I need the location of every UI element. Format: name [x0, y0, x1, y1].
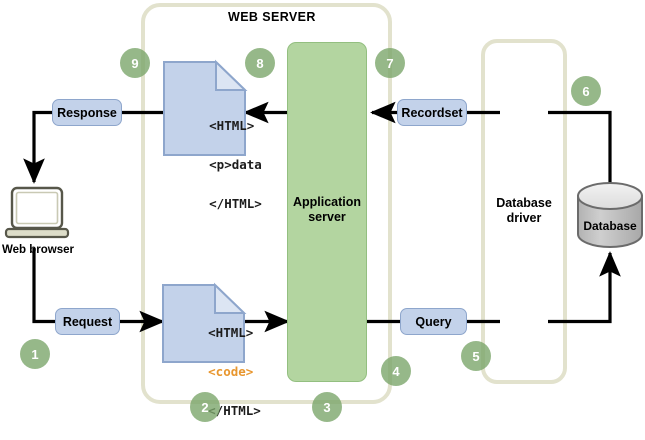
application-server-label: Application server — [288, 195, 366, 225]
request-chip-label: Request — [62, 314, 113, 329]
step-circle-8[interactable]: 8 — [245, 48, 275, 78]
request-chip[interactable]: Request — [55, 308, 120, 335]
database-driver-container — [481, 39, 567, 384]
laptop-icon — [4, 186, 70, 239]
step-circle-3[interactable]: 3 — [312, 392, 342, 422]
html-code-line-3: </HTML> — [208, 402, 261, 418]
html-code-document-code: <HTML> <code> </HTML> — [163, 303, 261, 440]
database-label: Database — [583, 219, 637, 233]
html-data-document-shape — [163, 59, 248, 156]
query-chip-label: Query — [415, 314, 452, 329]
web-server-title: WEB SERVER — [228, 10, 316, 24]
arrow-response-to-browser — [23, 110, 52, 184]
application-server-label-line1: Application — [292, 195, 362, 209]
diagram-canvas: WEB SERVER Application server Database d… — [2, 3, 643, 422]
step-circle-5[interactable]: 5 — [461, 341, 491, 371]
diagram-vector-layer — [4, 3, 643, 404]
step-circle-4[interactable]: 4 — [381, 356, 411, 386]
html-data-document[interactable]: <HTML> <p>data </HTML> — [164, 62, 262, 211]
web-server-container — [141, 3, 392, 404]
html-data-line-3: </HTML> — [209, 195, 262, 211]
html-data-line-2: <p>data — [209, 156, 262, 172]
response-chip[interactable]: Response — [52, 99, 122, 126]
step-circle-9[interactable]: 9 — [120, 48, 150, 78]
line-browser-to-request — [32, 248, 55, 324]
database-driver-label-line1: Database — [496, 196, 552, 210]
database-driver-label-line2: driver — [506, 211, 542, 225]
database-driver-label: Database driver — [483, 196, 565, 226]
html-code-document-shape — [162, 282, 247, 363]
step-circle-1[interactable]: 1 — [20, 339, 50, 369]
html-code-line-1: <HTML> — [208, 324, 254, 340]
recordset-chip-label: Recordset — [401, 105, 463, 120]
html-data-document-code: <HTML> <p>data </HTML> — [164, 96, 262, 233]
recordset-chip[interactable]: Recordset — [397, 99, 467, 126]
step-circle-7[interactable]: 7 — [375, 48, 405, 78]
html-code-document[interactable]: <HTML> <code> </HTML> — [163, 285, 261, 418]
line-database-to-driver — [548, 110, 612, 185]
html-data-line-1: <HTML> — [209, 117, 255, 133]
response-chip-label: Response — [57, 105, 117, 120]
html-code-line-2: <code> — [208, 363, 254, 379]
step-circle-6[interactable]: 6 — [571, 76, 601, 106]
application-server-box[interactable]: Application server — [287, 42, 367, 382]
arrow-driver-to-database — [548, 251, 621, 324]
query-chip[interactable]: Query — [400, 308, 467, 335]
web-browser-label: Web browser — [2, 244, 74, 256]
application-server-label-line2: server — [308, 210, 346, 224]
step-circle-2[interactable]: 2 — [190, 392, 220, 422]
cylinder-icon — [577, 182, 643, 248]
